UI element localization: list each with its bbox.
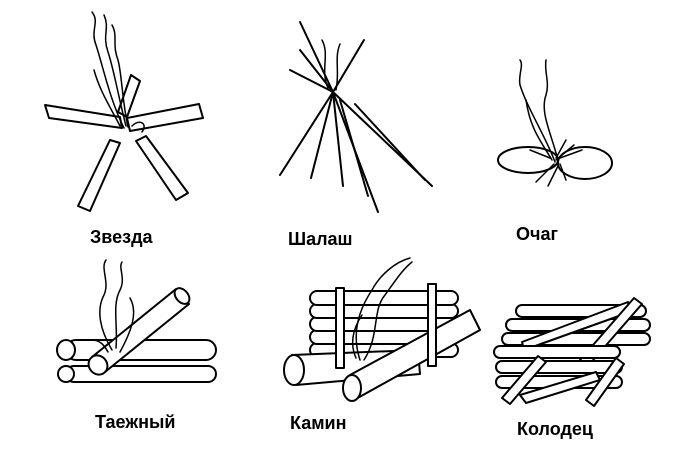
star-fire-illustration (44, 11, 204, 212)
star-log-3 (77, 139, 121, 212)
star-log-4 (135, 135, 189, 201)
well-fire-illustration (493, 297, 651, 407)
star-log-2 (126, 103, 204, 132)
taiga-fire-illustration (56, 259, 217, 383)
label-kolodets: Колодец (517, 419, 593, 439)
star-log-1 (44, 104, 123, 129)
hearth-stone-right (557, 146, 613, 180)
star-log-5 (117, 74, 141, 118)
label-ochag: Очаг (516, 224, 558, 244)
label-zvezda: Звезда (90, 227, 153, 247)
star-tinder (91, 11, 145, 133)
tepee-fire-illustration (279, 21, 433, 213)
fireplace-fire-illustration (283, 257, 481, 402)
hearth-fire-illustration (497, 59, 613, 187)
label-taezhny: Таежный (95, 412, 176, 432)
label-kamin: Камин (290, 413, 347, 433)
label-shalash: Шалаш (288, 229, 353, 249)
